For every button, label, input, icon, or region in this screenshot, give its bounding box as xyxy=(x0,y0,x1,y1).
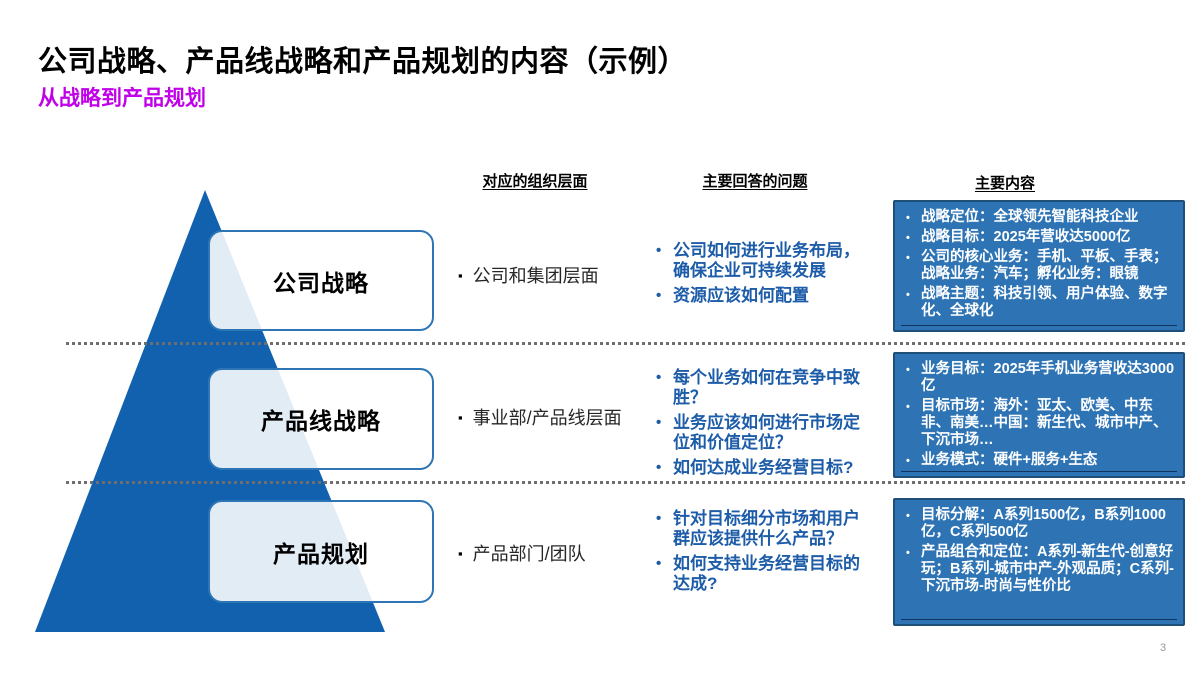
level-box-product-planning: 产品规划 xyxy=(208,500,434,603)
page-subtitle: 从战略到产品规划 xyxy=(38,87,206,110)
row-divider-dashed-2 xyxy=(66,481,1188,484)
content-item: 产品组合和定位：A系列-新生代-创意好玩；B系列-城市中产-外观品质；C系列-下… xyxy=(901,544,1175,595)
content-item: 战略主题：科技引领、用户体验、数字化、全球化 xyxy=(901,286,1175,320)
content-box-row2: 业务目标：2025年手机业务营收达3000亿 目标市场：海外：亚太、欧美、中东非… xyxy=(893,352,1185,478)
level-box-label: 产品线战略 xyxy=(261,408,381,434)
row-divider-dashed-1 xyxy=(66,342,1188,345)
question-item: 公司如何进行业务布局，确保企业可持续发展 xyxy=(652,241,863,281)
content-box-row3: 目标分解：A系列1500亿，B系列1000亿，C系列500亿 产品组合和定位：A… xyxy=(893,498,1185,626)
questions-list-row1: 公司如何进行业务布局，确保企业可持续发展 资源应该如何配置 xyxy=(652,241,863,311)
org-level-item-row3: 产品部门/团队 xyxy=(458,540,586,566)
column-header-org-level: 对应的组织层面 xyxy=(482,173,588,190)
level-box-product-line-strategy: 产品线战略 xyxy=(208,368,434,470)
content-item: 目标分解：A系列1500亿，B系列1000亿，C系列500亿 xyxy=(901,507,1175,541)
content-box-row1: 战略定位：全球领先智能科技企业 战略目标：2025年营收达5000亿 公司的核心… xyxy=(893,200,1185,332)
questions-list-row3: 针对目标细分市场和用户群应该提供什么产品？ 如何支持业务经营目标的达成? xyxy=(652,509,863,599)
level-box-label: 产品规划 xyxy=(273,540,369,567)
question-item: 如何达成业务经营目标? xyxy=(652,458,863,478)
org-level-item-row2: 事业部/产品线层面 xyxy=(458,404,622,430)
column-header-key-questions: 主要回答的问题 xyxy=(702,173,808,190)
content-item: 业务目标：2025年手机业务营收达3000亿 xyxy=(901,361,1175,395)
content-list-row3: 目标分解：A系列1500亿，B系列1000亿，C系列500亿 产品组合和定位：A… xyxy=(901,507,1175,595)
content-list-row2: 业务目标：2025年手机业务营收达3000亿 目标市场：海外：亚太、欧美、中东非… xyxy=(901,361,1175,470)
content-list-row1: 战略定位：全球领先智能科技企业 战略目标：2025年营收达5000亿 公司的核心… xyxy=(901,209,1175,320)
page-number: 3 xyxy=(1160,642,1167,654)
question-item: 资源应该如何配置 xyxy=(652,286,863,306)
org-level-text: 公司和集团层面 xyxy=(472,266,599,286)
question-item: 每个业务如何在竞争中致胜？ xyxy=(652,368,863,408)
questions-list-row2: 每个业务如何在竞争中致胜？ 业务应该如何进行市场定位和价值定位？ 如何达成业务经… xyxy=(652,368,863,483)
level-box-label: 公司战略 xyxy=(273,269,369,296)
content-item: 战略目标：2025年营收达5000亿 xyxy=(901,229,1175,247)
org-level-text: 产品部门/团队 xyxy=(472,544,586,564)
question-item: 针对目标细分市场和用户群应该提供什么产品？ xyxy=(652,509,863,549)
org-level-text: 事业部/产品线层面 xyxy=(472,408,622,428)
question-item: 如何支持业务经营目标的达成? xyxy=(652,554,863,594)
content-item: 业务模式：硬件+服务+生态 xyxy=(901,452,1175,470)
level-box-company-strategy: 公司战略 xyxy=(208,230,434,331)
question-item: 业务应该如何进行市场定位和价值定位？ xyxy=(652,413,863,453)
column-header-main-content: 主要内容 xyxy=(974,175,1035,192)
content-item: 目标市场：海外：亚太、欧美、中东非、南美…中国：新生代、城市中产、下沉市场… xyxy=(901,398,1175,449)
org-level-item-row1: 公司和集团层面 xyxy=(458,262,599,288)
content-item: 战略定位：全球领先智能科技企业 xyxy=(901,209,1175,227)
page-title: 公司战略、产品线战略和产品规划的内容（示例） xyxy=(38,46,688,78)
content-item: 公司的核心业务：手机、平板、手表；战略业务：汽车；孵化业务：眼镜 xyxy=(901,249,1175,283)
